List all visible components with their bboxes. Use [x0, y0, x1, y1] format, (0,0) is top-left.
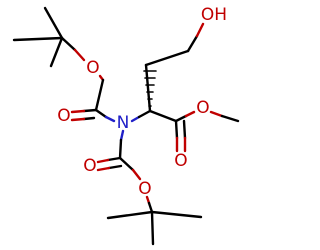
structure-canvas: OH O O N O O O O [12, 5, 240, 246]
bond [209, 110, 224, 118]
bond [182, 119, 187, 140]
carbonyl-oxygen-label: O [57, 106, 70, 126]
bond [43, 6, 64, 40]
bond [118, 156, 135, 172]
methoxy-oxygen-label: O [196, 98, 209, 118]
bond [104, 115, 116, 123]
ester-carbonyl-oxygen-label: O [174, 151, 187, 171]
bond [150, 210, 203, 219]
chemical-structure-diagram: OH O O N O O O O [12, 5, 240, 246]
bond [70, 109, 86, 114]
bond [96, 158, 110, 164]
bond [184, 110, 196, 118]
bond [147, 201, 154, 214]
bond [94, 108, 108, 119]
bond [174, 114, 188, 123]
bond [70, 117, 86, 122]
hashed-wedge-bond [143, 70, 157, 107]
bond [144, 49, 190, 67]
bond [119, 129, 125, 142]
bond [137, 109, 152, 119]
nitrogen-label: N [117, 113, 130, 133]
bottom-carbonyl-oxygen-label: O [83, 156, 96, 176]
bond [118, 138, 123, 160]
bond-layer [12, 6, 240, 246]
bond [96, 166, 111, 172]
bond [186, 34, 199, 53]
bond [220, 114, 240, 123]
bond [148, 109, 178, 123]
bond [106, 156, 122, 162]
bond [150, 210, 155, 246]
bond [82, 116, 96, 121]
bond [131, 168, 142, 181]
bond [144, 63, 152, 113]
bond [82, 108, 98, 113]
bottom-ester-oxygen-label: O [138, 179, 151, 199]
bond [60, 36, 77, 52]
bond [195, 22, 205, 38]
bond [12, 36, 64, 42]
bond [174, 119, 179, 140]
bond [106, 210, 154, 220]
ester-oxygen-label: O [86, 58, 99, 78]
hydroxyl-label: OH [201, 5, 227, 25]
bond [130, 115, 141, 123]
atom-label-layer: OH O O N O O O O [57, 5, 227, 199]
bond [49, 36, 64, 68]
bond [107, 164, 123, 170]
bond [94, 78, 105, 112]
bond [73, 48, 86, 62]
